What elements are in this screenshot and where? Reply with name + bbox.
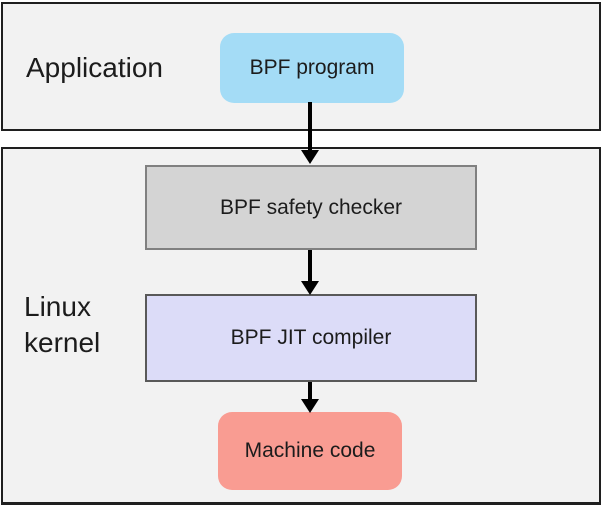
node-bpf-jit-compiler: BPF JIT compiler xyxy=(145,294,477,382)
arrow-checker-to-jit-shaft xyxy=(308,250,312,281)
arrow-jit-to-machine-head xyxy=(301,399,319,413)
application-layer-label: Application xyxy=(26,52,163,83)
arrow-program-to-checker-shaft xyxy=(308,102,312,150)
arrow-program-to-checker-head xyxy=(301,150,319,164)
arrow-jit-to-machine-shaft xyxy=(308,382,312,399)
node-bpf-safety-checker: BPF safety checker xyxy=(145,165,477,250)
arrow-checker-to-jit-head xyxy=(301,281,319,295)
kernel-layer-label: Linux kernel xyxy=(24,291,101,358)
node-bpf-program: BPF program xyxy=(220,33,404,103)
node-machine-code: Machine code xyxy=(218,412,402,490)
